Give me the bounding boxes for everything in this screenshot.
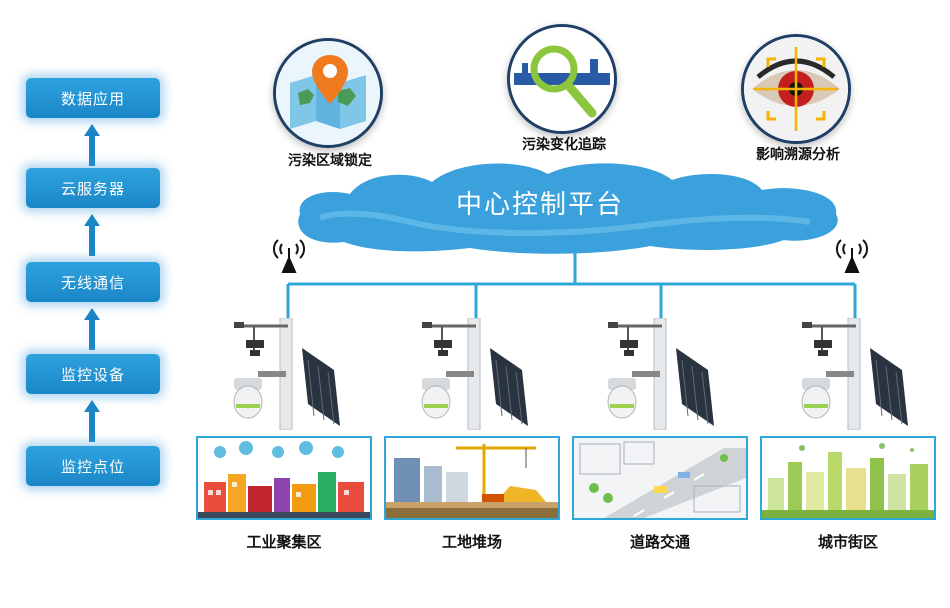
flow-step-cloud-server: 云服务器 — [26, 168, 160, 208]
magnifier-icon — [507, 24, 617, 134]
monitor-device-icon — [233, 318, 340, 430]
flow-step-label: 云服务器 — [60, 179, 125, 198]
monitor-device-icon — [607, 318, 714, 430]
site-label-city: 城市街区 — [817, 533, 878, 551]
construction-site-image — [384, 436, 560, 520]
service-label-source-analysis: 影响溯源分析 — [756, 147, 840, 163]
site-label-construction: 工地堆场 — [441, 533, 502, 551]
antenna-icon-left — [272, 239, 306, 273]
map-pin-icon — [273, 38, 383, 148]
up-arrow-icon — [84, 214, 100, 256]
flow-step-label: 监控设备 — [60, 365, 125, 384]
up-arrow-icon — [84, 400, 100, 442]
flow-step-label: 数据应用 — [60, 89, 125, 108]
eye-target-icon — [741, 34, 851, 144]
flow-step-data-app: 数据应用 — [26, 78, 160, 118]
antenna-icon-right — [835, 239, 869, 273]
central-platform-title: 中心控制平台 — [455, 190, 624, 220]
industrial-zone-image — [196, 436, 372, 520]
city-block-image — [760, 436, 936, 520]
road-traffic-image — [572, 436, 748, 520]
flow-step-label: 无线通信 — [60, 273, 125, 292]
up-arrow-icon — [84, 308, 100, 350]
service-label-pollution-trend: 污染变化追踪 — [522, 137, 606, 153]
monitor-device-icon — [421, 318, 528, 430]
flow-step-monitor-device: 监控设备 — [26, 354, 160, 394]
cloud-shape — [298, 163, 838, 254]
flow-step-label: 监控点位 — [60, 457, 125, 476]
site-label-road: 道路交通 — [629, 533, 690, 551]
monitor-device-icon — [801, 318, 908, 430]
flow-step-monitor-point: 监控点位 — [26, 446, 160, 486]
service-label-pollution-lock: 污染区域锁定 — [288, 153, 372, 169]
site-label-industrial: 工业聚集区 — [246, 533, 322, 551]
up-arrow-icon — [84, 124, 100, 166]
flow-step-wireless: 无线通信 — [26, 262, 160, 302]
